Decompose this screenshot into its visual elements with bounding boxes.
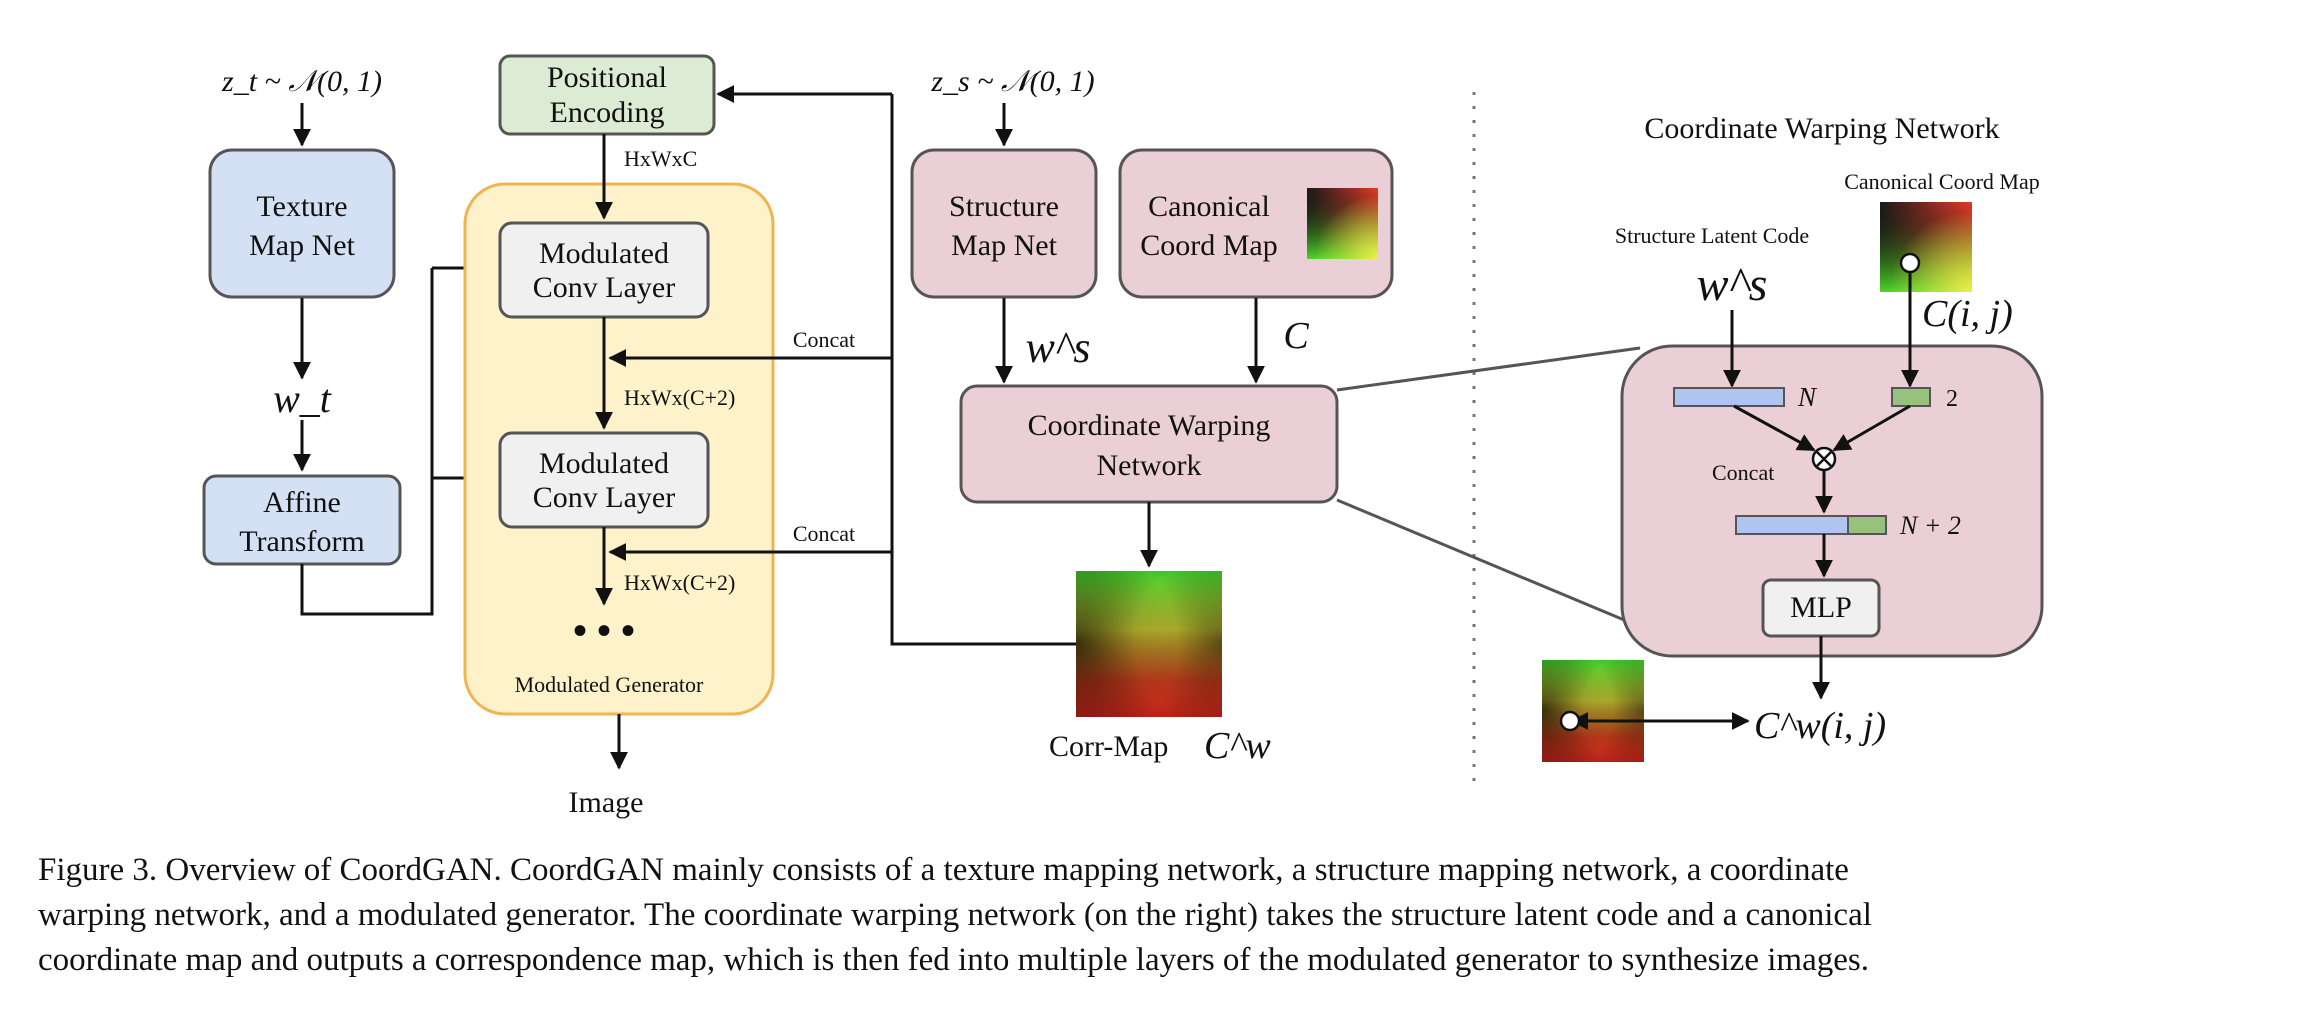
dim-label-2: HxWx(C+2) xyxy=(624,570,735,595)
structure-line2: Map Net xyxy=(951,229,1057,262)
conv-layer-1-box: Modulated Conv Layer xyxy=(498,221,710,319)
concat-operator-icon xyxy=(1811,446,1837,472)
conv2-line1: Modulated xyxy=(539,447,669,480)
sample-point-marker xyxy=(1899,252,1921,274)
latent-code-bar xyxy=(1673,387,1785,407)
cwn-line2: Network xyxy=(1097,449,1202,482)
corr-map-image xyxy=(1076,571,1222,717)
c-label: C xyxy=(1283,315,1309,357)
affine-line1: Affine xyxy=(263,486,341,519)
zoom-line-top xyxy=(1336,346,1641,392)
caption-line-3: coordinate map and outputs a corresponde… xyxy=(38,942,1869,978)
zs-noise-label: z_s ~ 𝒩(0, 1) xyxy=(930,65,1094,98)
detail-cij-label: C(i, j) xyxy=(1922,293,2013,335)
cwn-line1: Coordinate Warping xyxy=(1028,409,1271,442)
detail-structure-latent-label: Structure Latent Code xyxy=(1615,223,1809,248)
arrow-coord-to-concat xyxy=(1832,404,1911,452)
canonical-line1: Canonical xyxy=(1148,190,1270,223)
structure-map-net-box: Structure Map Net xyxy=(910,148,1098,299)
detail-panel-title: Coordinate Warping Network xyxy=(1644,112,1999,145)
output-point-marker xyxy=(1559,710,1581,732)
coordgan-architecture-diagram: z_t ~ 𝒩(0, 1) Texture Map Net w_t Affine… xyxy=(202,54,2044,819)
pe-line2: Encoding xyxy=(550,96,665,129)
affine-transform-box: Affine Transform xyxy=(202,474,402,566)
caption-line-2: warping network, and a modulated generat… xyxy=(38,897,1872,933)
concat-bar-blue xyxy=(1735,515,1849,535)
mlp-label: MLP xyxy=(1790,591,1852,624)
corr-map-label: Corr-Map xyxy=(1049,730,1168,763)
texture-map-net-line1: Texture xyxy=(256,190,347,223)
figure-caption: Figure 3. Overview of CoordGAN. CoordGAN… xyxy=(38,848,2288,983)
n-plus-2-label: N + 2 xyxy=(1899,511,1961,540)
ws-label: w^s xyxy=(1025,323,1090,372)
positional-encoding-box: Positional Encoding xyxy=(498,54,716,136)
conv1-line1: Modulated xyxy=(539,237,669,270)
conv-layer-2-box: Modulated Conv Layer xyxy=(498,431,710,529)
dim-label-1: HxWx(C+2) xyxy=(624,385,735,410)
corr-map-symbol: C^w xyxy=(1204,725,1271,767)
two-dim-label: 2 xyxy=(1946,386,1958,412)
detail-corr-thumbnail xyxy=(1542,660,1644,762)
canonical-thumbnail xyxy=(1307,188,1378,259)
canonical-line2: Coord Map xyxy=(1140,229,1278,262)
pe-line1: Positional xyxy=(547,61,667,94)
canonical-coord-map-box: Canonical Coord Map xyxy=(1118,148,1394,299)
arrow-latent-to-concat xyxy=(1733,404,1816,452)
mlp-box: MLP xyxy=(1761,578,1881,638)
detail-output-label: C^w(i, j) xyxy=(1754,705,1886,747)
affine-line2: Transform xyxy=(239,525,365,558)
detail-canonical-thumbnail xyxy=(1880,202,1972,292)
corr-feedback-main-line xyxy=(890,94,1076,646)
ellipsis-dots: • • • xyxy=(573,608,635,653)
caption-line-1: Figure 3. Overview of CoordGAN. CoordGAN… xyxy=(38,852,1849,888)
coord-bar xyxy=(1891,387,1931,407)
zoom-line-bottom xyxy=(1336,498,1661,637)
zt-noise-label: z_t ~ 𝒩(0, 1) xyxy=(221,65,382,98)
pe-dim-label: HxWxC xyxy=(624,146,697,171)
concat-bar-green xyxy=(1847,515,1887,535)
n-dim-label: N xyxy=(1797,382,1818,412)
conv1-line2: Conv Layer xyxy=(533,271,675,304)
conv2-line2: Conv Layer xyxy=(533,481,675,514)
texture-map-net-box: Texture Map Net xyxy=(208,148,396,299)
structure-line1: Structure xyxy=(949,190,1059,223)
wt-label: w_t xyxy=(273,376,332,421)
connector-affine-to-convs xyxy=(300,268,434,616)
texture-map-net-line2: Map Net xyxy=(249,229,355,262)
coordinate-warping-network-box: Coordinate Warping Network xyxy=(959,384,1339,504)
detail-concat-label: Concat xyxy=(1712,460,1774,485)
concat-label-2: Concat xyxy=(793,521,855,546)
detail-canonical-label: Canonical Coord Map xyxy=(1844,169,2040,194)
detail-ws-label: w^s xyxy=(1697,258,1768,311)
image-output-label: Image xyxy=(569,786,644,819)
modulated-generator-title: Modulated Generator xyxy=(515,672,704,697)
concat-label-1: Concat xyxy=(793,327,855,352)
